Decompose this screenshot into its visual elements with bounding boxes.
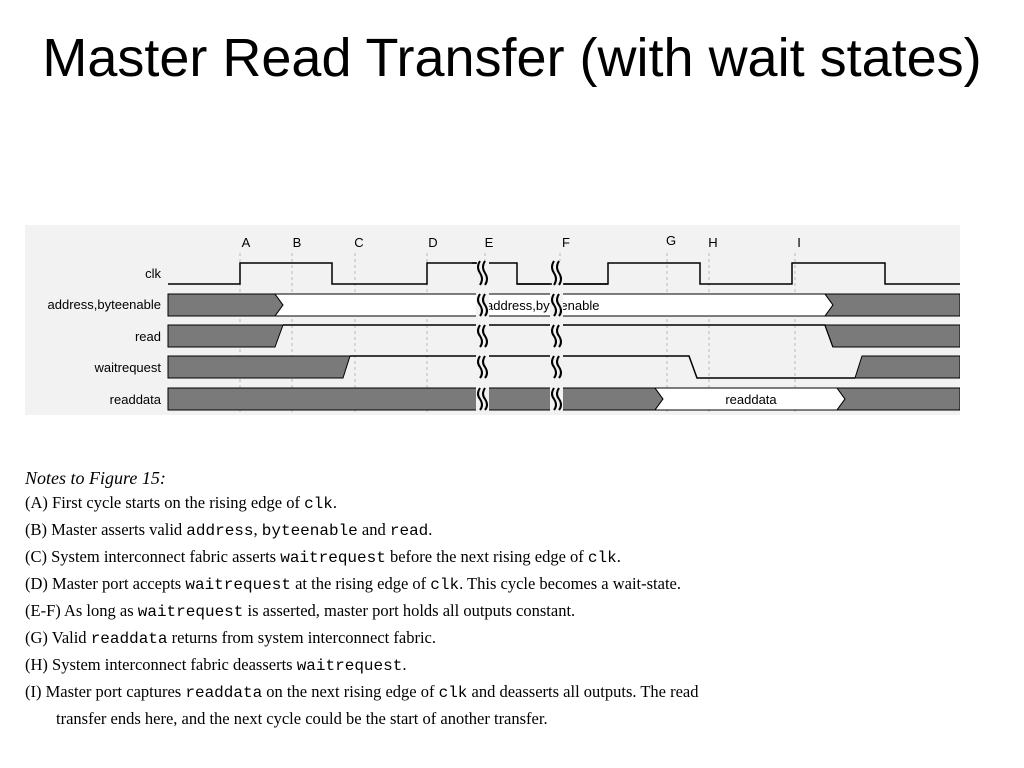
slide-title: Master Read Transfer (with wait states) xyxy=(42,28,982,88)
clk-waveform-segment-3 xyxy=(564,262,960,285)
note-d: (D) Master port accepts waitrequest at t… xyxy=(25,574,681,594)
note-c: (C) System interconnect fabric asserts w… xyxy=(25,547,621,567)
signal-label-readdata: readdata xyxy=(110,392,162,407)
note-e-f: (E-F) As long as waitrequest is asserted… xyxy=(25,601,576,621)
signal-label-read: read xyxy=(135,329,161,344)
marker-h: H xyxy=(708,235,717,250)
marker-g: G xyxy=(666,233,676,248)
marker-i: I xyxy=(797,235,801,250)
clk-waveform xyxy=(168,262,486,285)
address-invalid-start xyxy=(167,293,284,317)
clk-waveform-segment-2 xyxy=(489,262,556,285)
signal-label-waitrequest: waitrequest xyxy=(94,360,162,375)
marker-f: F xyxy=(562,235,570,250)
marker-e: E xyxy=(485,235,494,250)
signal-label-address: address,byteenable xyxy=(48,297,161,312)
note-g: (G) Valid readdata returns from system i… xyxy=(25,628,436,648)
time-break-f xyxy=(550,260,563,415)
signal-label-clk: clk xyxy=(145,266,161,281)
time-break-e xyxy=(476,260,489,415)
read-invalid-start xyxy=(167,324,284,348)
timing-diagram: A B C D E F G H I clk address,byteenable… xyxy=(25,225,960,415)
note-a: (A) First cycle starts on the rising edg… xyxy=(25,493,337,513)
waitrequest-invalid-end xyxy=(854,355,960,379)
address-bus-label: address,byteenable xyxy=(486,298,599,313)
read-invalid-end xyxy=(824,324,960,348)
waitrequest-invalid-start xyxy=(167,355,351,379)
address-invalid-end xyxy=(824,293,960,317)
readdata-invalid-start xyxy=(167,387,664,411)
note-i-continuation: transfer ends here, and the next cycle c… xyxy=(56,709,548,728)
notes-heading: Notes to Figure 15: xyxy=(25,468,166,488)
marker-a: A xyxy=(242,235,251,250)
marker-d: D xyxy=(428,235,437,250)
readdata-bus-label: readdata xyxy=(725,392,777,407)
marker-c: C xyxy=(354,235,363,250)
note-h: (H) System interconnect fabric deasserts… xyxy=(25,655,407,675)
note-b: (B) Master asserts valid address, byteen… xyxy=(25,520,433,540)
figure-notes: Notes to Figure 15: (A) First cycle star… xyxy=(25,466,985,731)
note-i: (I) Master port captures readdata on the… xyxy=(25,682,699,702)
marker-b: B xyxy=(293,235,302,250)
readdata-invalid-end xyxy=(836,387,960,411)
waitrequest-high-line xyxy=(350,355,855,379)
